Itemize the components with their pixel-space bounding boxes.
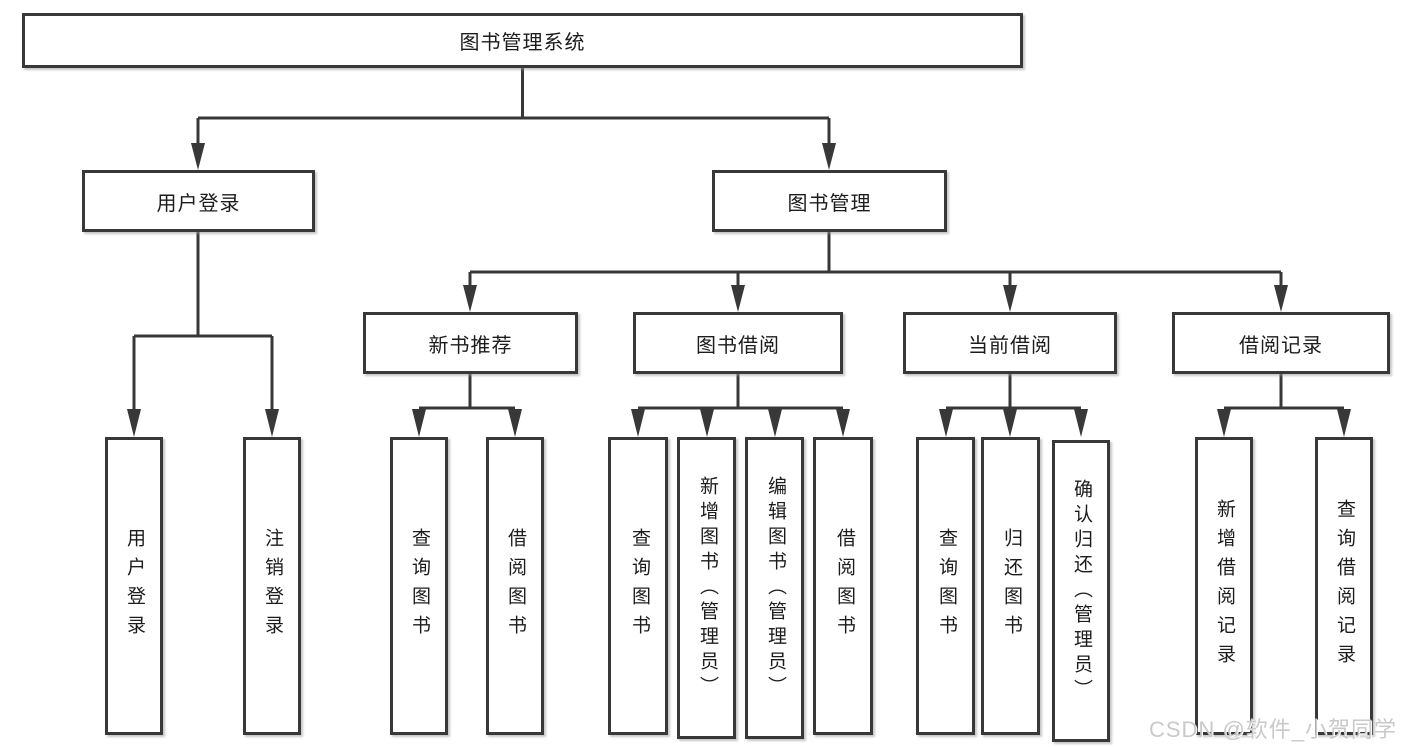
arrowhead-leaf-query-record — [1337, 409, 1351, 437]
leaf-query-books-1: 查询图书 — [390, 437, 448, 735]
leaf-return-book: 归还图书 — [981, 437, 1040, 735]
leaf-add-borrow-record: 新增借阅记录 — [1195, 437, 1253, 735]
arrowhead-book-borrow — [731, 285, 745, 312]
connector-current-borrow-group — [946, 374, 1081, 410]
arrowhead-leaf-query-books-3 — [939, 409, 953, 437]
leaf-borrow-books-2: 借阅图书 — [813, 437, 873, 735]
node-root: 图书管理系统 — [22, 13, 1023, 68]
arrowhead-leaf-logout — [265, 409, 279, 437]
connector-root-to-level2 — [196, 68, 831, 146]
leaf-borrow-books-1: 借阅图书 — [486, 437, 544, 735]
arrowhead-leaf-confirm-return — [1074, 409, 1088, 437]
arrowhead-current-borrow — [1003, 285, 1017, 312]
arrowhead-borrow-records — [1274, 285, 1288, 312]
watermark-text: CSDN @软件_小贺同学 — [1148, 717, 1397, 742]
leaf-user-login: 用户登录 — [105, 437, 163, 735]
node-user-login: 用户登录 — [82, 170, 315, 232]
leaf-add-book-admin: 新增图书（管理员） — [677, 437, 736, 739]
arrowhead-leaf-query-books-2 — [631, 409, 645, 437]
leaf-query-borrow-record: 查询借阅记录 — [1315, 437, 1373, 735]
node-new-book-recommend: 新书推荐 — [363, 312, 578, 374]
leaf-query-books-3: 查询图书 — [916, 437, 975, 735]
connector-user-login-group — [132, 232, 274, 411]
arrowhead-leaf-return-book — [1003, 409, 1017, 437]
arrowhead-book-management — [822, 143, 836, 170]
leaf-edit-book-admin: 编辑图书（管理员） — [745, 437, 804, 739]
node-book-management: 图书管理 — [712, 170, 947, 232]
arrowhead-new-book — [463, 285, 477, 312]
arrowhead-leaf-borrow-books-1 — [508, 409, 522, 437]
arrowhead-user-login — [191, 143, 205, 170]
arrowhead-leaf-edit-book — [768, 409, 782, 437]
connector-book-management-group — [468, 232, 1283, 288]
arrowhead-leaf-query-books-1 — [412, 409, 426, 437]
arrowhead-leaf-borrow-books-2 — [836, 409, 850, 437]
connector-book-borrow-group — [638, 374, 843, 410]
arrowhead-leaf-add-book — [700, 409, 714, 437]
arrowhead-leaf-add-record — [1217, 409, 1231, 437]
node-borrow-records: 借阅记录 — [1172, 312, 1390, 374]
leaf-logout: 注销登录 — [243, 437, 301, 735]
connector-new-book-group — [419, 374, 515, 410]
connector-borrow-records-group — [1224, 374, 1344, 410]
node-book-borrow: 图书借阅 — [633, 312, 843, 374]
arrowhead-leaf-user-login — [127, 409, 141, 437]
node-current-borrow: 当前借阅 — [903, 312, 1117, 374]
leaf-query-books-2: 查询图书 — [608, 437, 668, 735]
leaf-confirm-return-admin: 确认归还（管理员） — [1052, 440, 1110, 742]
